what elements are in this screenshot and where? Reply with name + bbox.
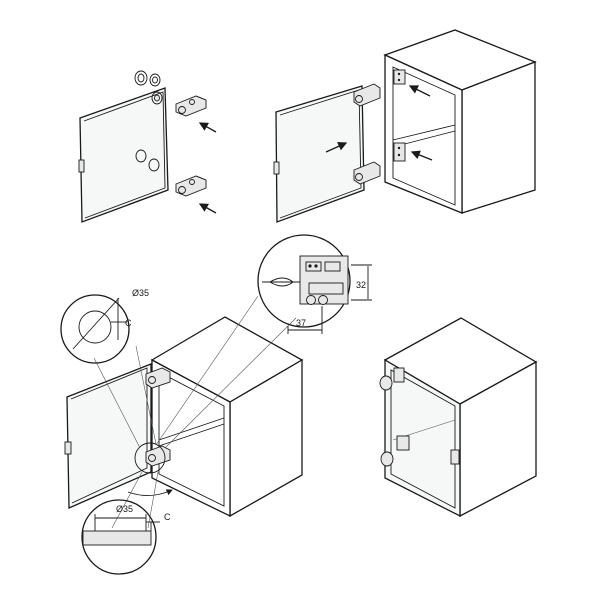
closed-glass-door [384, 358, 461, 518]
hinge-cup-hole-middle [135, 149, 160, 172]
cabinet-front-opening [384, 53, 463, 214]
hinge-focus-circle [134, 442, 166, 474]
hinge-top-step3 [145, 367, 171, 389]
door-hinge-bottom [353, 161, 381, 185]
detail-cup-diameter-bottom: Ø35 C [81, 499, 171, 575]
door-handle-final [450, 449, 460, 465]
dimension-distance-top: C [125, 318, 132, 328]
step-2-door-to-cabinet [273, 29, 537, 223]
dimension-cup-diameter-top: Ø35 [132, 288, 149, 298]
hinge-ghost-top [379, 367, 405, 391]
step-4-finished-cabinet [379, 317, 538, 518]
hinge-lower [175, 175, 207, 197]
open-glass-door [66, 363, 152, 509]
hinge-ghost-bottom [380, 435, 410, 467]
glass-door-panel [79, 87, 169, 223]
glass-door-panel-step2 [275, 85, 365, 223]
step-3-cabinet-open-with-details: Ø35 C 32 37 [60, 234, 372, 575]
mounting-plate-bottom [393, 142, 406, 162]
mounting-plate-top [393, 69, 406, 85]
detail-hinge-dimensions: 32 37 [257, 234, 372, 334]
hinge-bottom-step3 [145, 445, 171, 467]
door-hinge-top [353, 83, 381, 107]
hinge-cup-hole-top [151, 91, 163, 105]
dimension-distance-bottom: C [164, 512, 171, 522]
dimension-cup-diameter-bottom: Ø35 [116, 504, 133, 514]
dimension-width: 37 [296, 318, 306, 328]
door-handle-knob [78, 159, 85, 173]
dimension-height: 32 [356, 280, 366, 290]
detail-cup-diameter-top: Ø35 C [60, 288, 149, 364]
step-1-door-with-hinges [78, 70, 217, 223]
spare-ring-icon [134, 70, 161, 87]
hinge-upper [175, 95, 207, 117]
